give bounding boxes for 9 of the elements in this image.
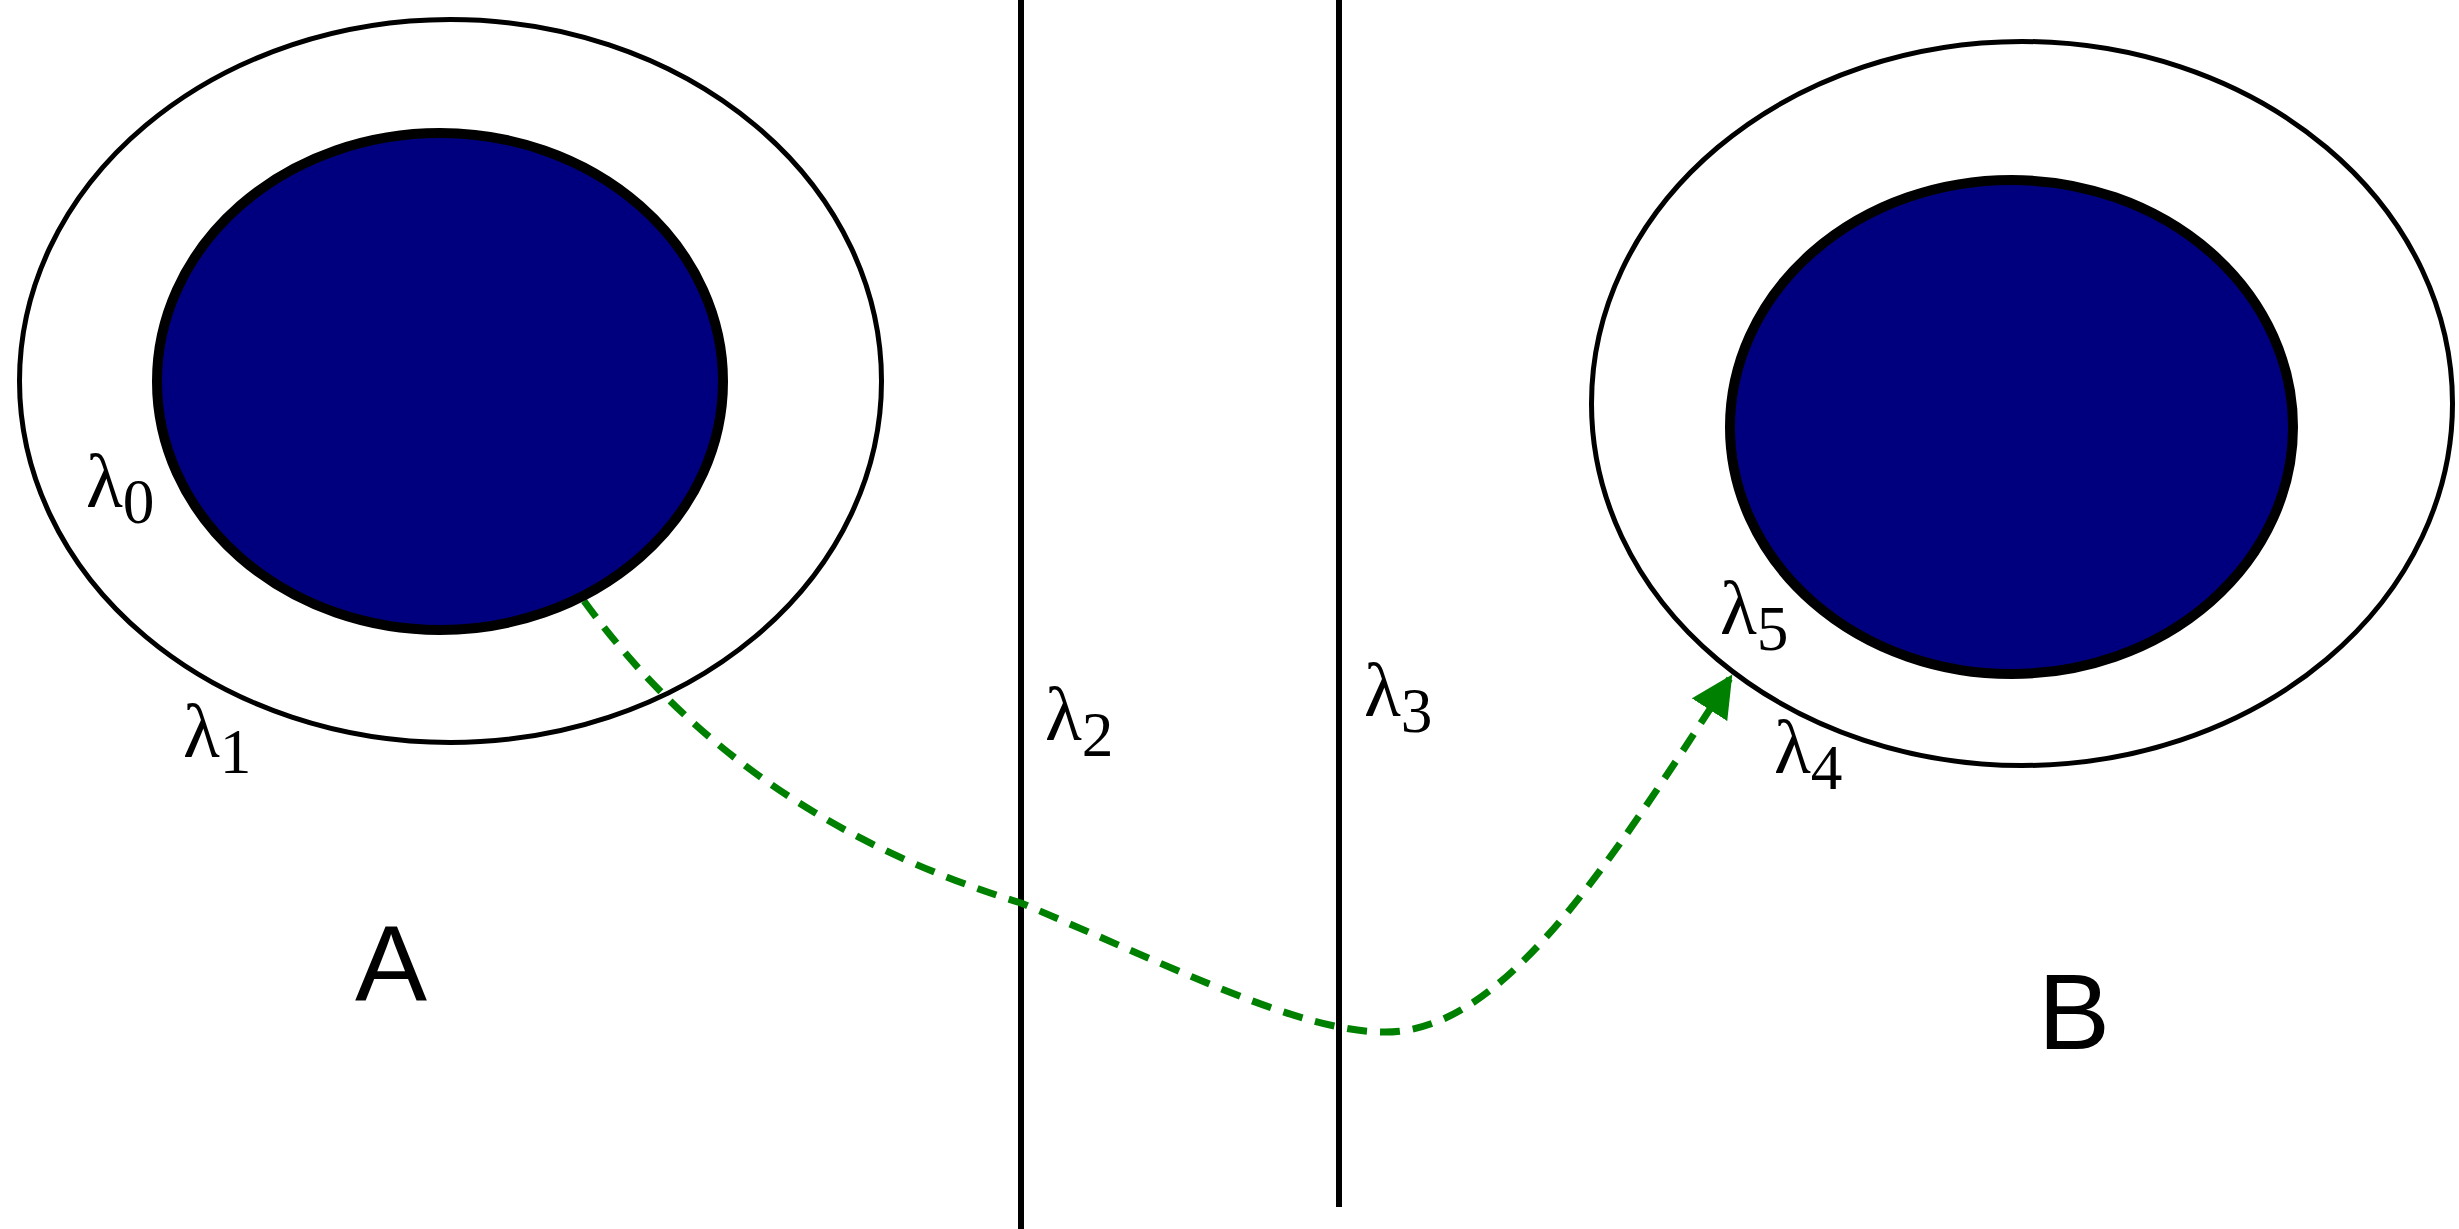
lambda-label: λ$_{5}$ [1720, 570, 1789, 662]
lambda-label: λ$_{2}$ [1045, 676, 1114, 768]
lambda-label: λ$_{3}$ [1364, 652, 1433, 744]
region-label: A [355, 910, 428, 1018]
lambda-label: λ$_{4}$ [1774, 709, 1843, 801]
lambda-label: λ$_{1}$ [183, 693, 252, 785]
lambda-label: λ$_{0}$ [86, 443, 155, 535]
region-label: B [2038, 958, 2111, 1066]
dashed-arrow [581, 598, 1736, 1036]
